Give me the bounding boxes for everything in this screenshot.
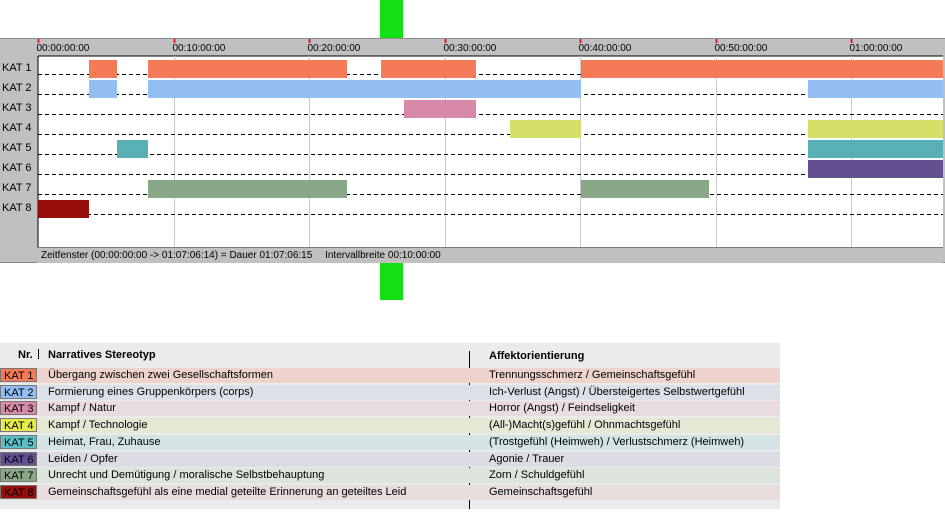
affekt-text: Agonie / Trauer [489,452,565,465]
tick-mark [308,39,311,43]
tick-mark [37,39,40,43]
legend-header-divider [38,349,39,359]
affekt-text: (All-)Macht(s)gefühl / Ohnmachtsgefühl [489,419,681,432]
timeline-chart: 00:00:00:00 00:10:00:00 00:20:00:00 00:30:0… [2,39,943,247]
stereotyp-text: Kampf / Natur [48,402,116,415]
bottom-position-marker[interactable] [380,263,403,300]
category-label: KAT 8 [2,202,32,214]
affekt-text: Ich-Verlust (Angst) / Übersteigertes Sel… [489,385,745,398]
stereotyp-text: Kampf / Technologie [48,419,148,432]
affekt-text: Trennungsschmerz / Gemeinschaftsgefühl [489,369,696,381]
stereotyp-text: Gemeinschaftsgefühl als eine medial gete… [48,485,407,498]
legend-table: Nr. Narratives Stereotyp Affektorientier… [0,343,780,509]
category-badge: KAT 7 [0,468,37,483]
timeline-bar [808,140,943,158]
category-label: KAT 7 [2,182,32,194]
tick-mark [850,39,853,43]
timeline-panel: 00:00:00:00 00:10:00:00 00:20:00:00 00:30:0… [0,38,945,263]
category-badge: KAT 1 [0,368,37,382]
affekt-text: Gemeinschaftsgefühl [489,485,593,498]
timeline-bar [89,60,117,78]
timeline-bar [117,140,148,158]
timeline-bar [510,120,581,138]
legend-row: KAT 7 Unrecht und Demütigung / moralische… [0,468,780,484]
timeline-bar [38,200,89,218]
legend-row: KAT 6 Leiden / Opfer Agonie / Trauer [0,451,780,467]
category-label: KAT 2 [2,82,32,94]
tick-mark [579,39,582,43]
legend-header-nr: Nr. [18,349,33,361]
timeline-bar [808,120,943,138]
time-tick-label: 00:50:00:00 [715,43,768,54]
category-label: KAT 4 [2,122,32,134]
tick-mark [444,39,447,43]
category-label: KAT 5 [2,142,32,154]
stereotyp-text: Unrecht und Demütigung / moralische Selb… [48,469,325,482]
legend-row: KAT 1 Übergang zwischen zwei Gesellschaft… [0,368,780,383]
timeline-bar [89,80,117,98]
category-label: KAT 1 [2,62,32,74]
legend-row: KAT 2 Formierung eines Gruppenkörpers (co… [0,384,780,400]
timeline-bar [381,60,476,78]
affekt-text: Horror (Angst) / Feindseligkeit [489,402,636,415]
category-badge: KAT 8 [0,484,37,499]
affekt-text: Zorn / Schuldgefühl [489,469,585,482]
category-label: KAT 3 [2,102,32,114]
category-badge: KAT 2 [0,384,37,399]
timeline-bar [148,180,347,198]
time-tick-label: 00:30:00:00 [444,43,497,54]
affekt-text: (Trostgefühl (Heimweh) / Verlustschmerz … [489,435,745,448]
time-tick-label: 00:00:00:00 [37,43,90,54]
timeline-bar [148,80,581,98]
category-label: KAT 6 [2,162,32,174]
tick-mark [715,39,718,43]
category-badge: KAT 4 [0,418,37,433]
category-badge: KAT 5 [0,434,37,449]
status-bar: Zeitfenster (00:00:00:00 -> 01:07:06:14)… [37,247,943,263]
time-tick-label: 01:00:00:00 [850,43,903,54]
legend-header-stereotyp: Narratives Stereotyp [48,349,156,361]
timeline-bar [581,180,709,198]
interval-width-text: Intervallbreite 00:10:00:00 [325,250,441,261]
timeline-bar [404,100,476,118]
stereotyp-text: Heimat, Frau, Zuhause [48,435,161,448]
timeline-bar [148,60,347,78]
stereotyp-text: Übergang zwischen zwei Gesellschaftsform… [48,369,273,381]
legend-row: KAT 5 Heimat, Frau, Zuhause (Trostgefühl (… [0,434,780,450]
timeline-bar [808,80,943,98]
legend-row: KAT 8 Gemeinschaftsgefühl als eine medial… [0,484,780,500]
legend-row: KAT 3 Kampf / Natur Horror (Angst) / Feind… [0,401,780,417]
top-position-marker[interactable] [380,0,403,38]
timeline-bar [808,160,943,178]
legend-row: KAT 4 Kampf / Technologie (All-)Macht(s)ge… [0,418,780,434]
time-tick-label: 00:10:00:00 [173,43,226,54]
stereotyp-text: Formierung eines Gruppenkörpers (corps) [48,385,254,398]
stereotyp-text: Leiden / Opfer [48,452,118,465]
time-tick-label: 00:40:00:00 [579,43,632,54]
timeline-bar [581,60,943,78]
legend-header-affekt: Affektorientierung [489,350,585,362]
time-window-text: Zeitfenster (00:00:00:00 -> 01:07:06:14)… [41,250,313,261]
tick-mark [173,39,176,43]
time-tick-label: 00:20:00:00 [308,43,361,54]
category-badge: KAT 6 [0,451,37,466]
category-badge: KAT 3 [0,401,37,416]
